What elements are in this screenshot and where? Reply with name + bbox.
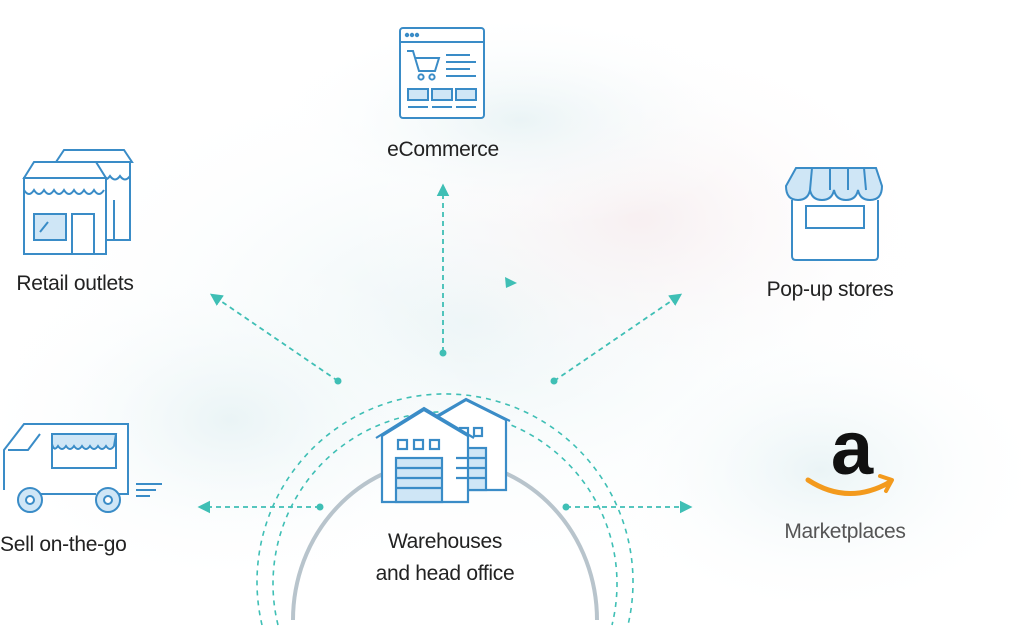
- amazon-logo-icon: a: [805, 406, 894, 496]
- retail-outlets-label: Retail outlets: [16, 272, 134, 295]
- hub-label-line2: and head office: [375, 562, 515, 585]
- storefront-buildings-icon: [22, 149, 134, 255]
- marketplaces-label: Marketplaces: [784, 520, 906, 543]
- food-truck-icon: [3, 423, 162, 513]
- ecommerce-browser-cart-icon: [399, 27, 485, 119]
- watercolor-background: [0, 10, 1024, 620]
- svg-text:a: a: [831, 406, 874, 491]
- popup-awning-stall-icon: [784, 167, 884, 261]
- popup-stores-label: Pop-up stores: [766, 278, 894, 301]
- connector-popup: [553, 293, 683, 382]
- connector-dots: [316, 349, 570, 511]
- sell-on-the-go-label: Sell on-the-go: [0, 533, 127, 556]
- warehouse-icon: [375, 397, 511, 504]
- hub-label: Warehouses and head office: [340, 526, 550, 590]
- hub-label-line1: Warehouses: [387, 530, 503, 553]
- outer-dashed-ring: [256, 393, 634, 626]
- ring-arrow-head: [505, 277, 517, 288]
- connectors: [197, 183, 693, 514]
- ecommerce-label: eCommerce: [387, 138, 499, 161]
- connector-retail: [209, 293, 339, 382]
